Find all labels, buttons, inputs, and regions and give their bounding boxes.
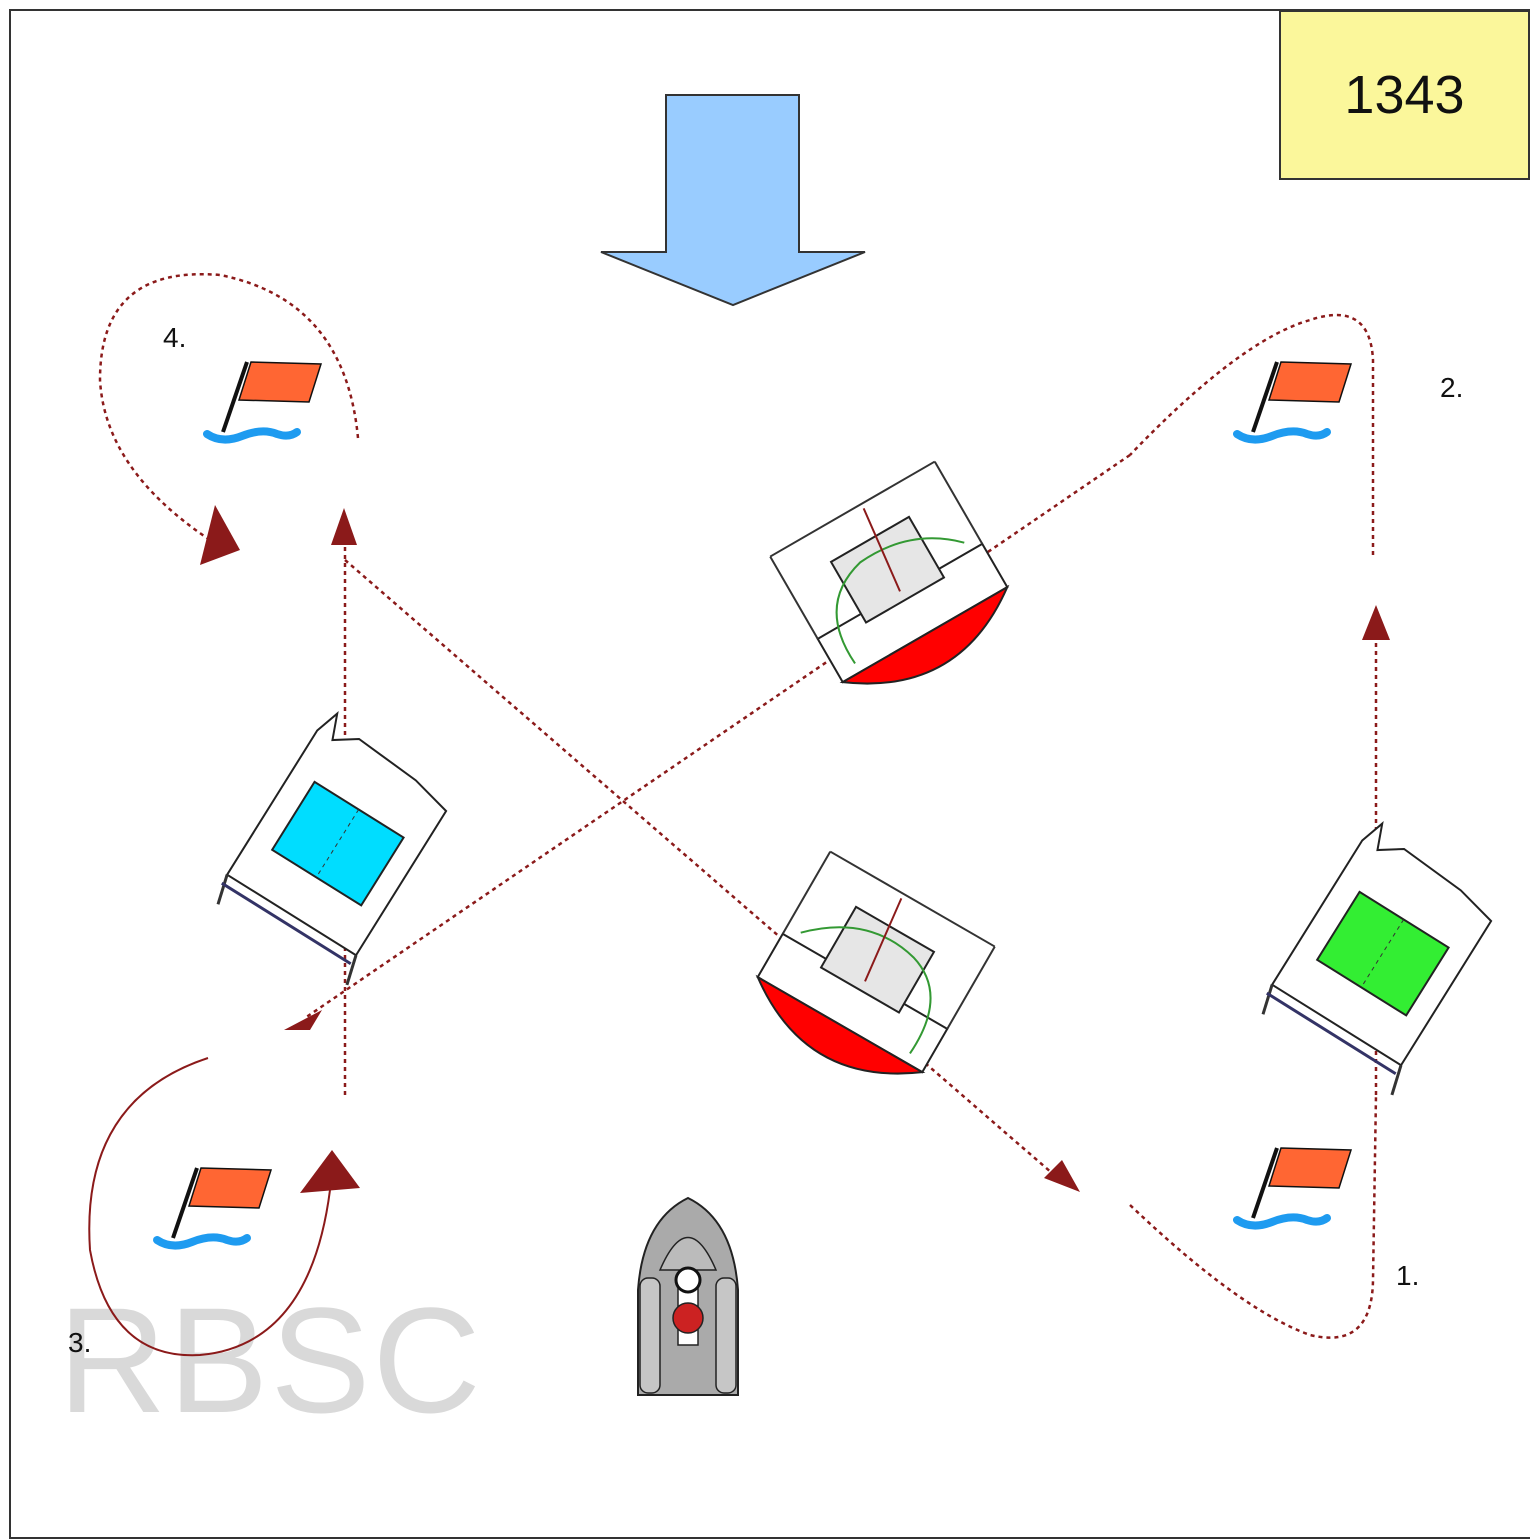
catamaran-icon bbox=[1261, 820, 1493, 1096]
flag-buoy-icon bbox=[1237, 1148, 1351, 1226]
flag-buoy-icon bbox=[207, 362, 321, 440]
mark-label-2: 2. bbox=[1440, 372, 1464, 403]
mark-label-3: 3. bbox=[68, 1327, 92, 1358]
wind-arrow-icon bbox=[600, 94, 866, 307]
catamaran-icon bbox=[755, 850, 996, 1075]
watermark: RBSC bbox=[58, 1276, 483, 1444]
mark-label-1: 1. bbox=[1396, 1260, 1420, 1291]
catamaran-icon bbox=[769, 460, 1010, 685]
diagram-id-box: 1343 bbox=[1279, 10, 1530, 180]
motorboat-icon bbox=[637, 1196, 739, 1396]
flag-buoy-icon bbox=[157, 1168, 271, 1246]
course-arrowheads bbox=[200, 505, 1390, 1193]
catamaran-icon bbox=[216, 710, 448, 986]
flag-buoy-icon bbox=[1237, 362, 1351, 440]
diagram-id: 1343 bbox=[1344, 65, 1465, 125]
mark-label-4: 4. bbox=[163, 322, 187, 353]
course-loop-mark-3 bbox=[88, 1057, 331, 1357]
